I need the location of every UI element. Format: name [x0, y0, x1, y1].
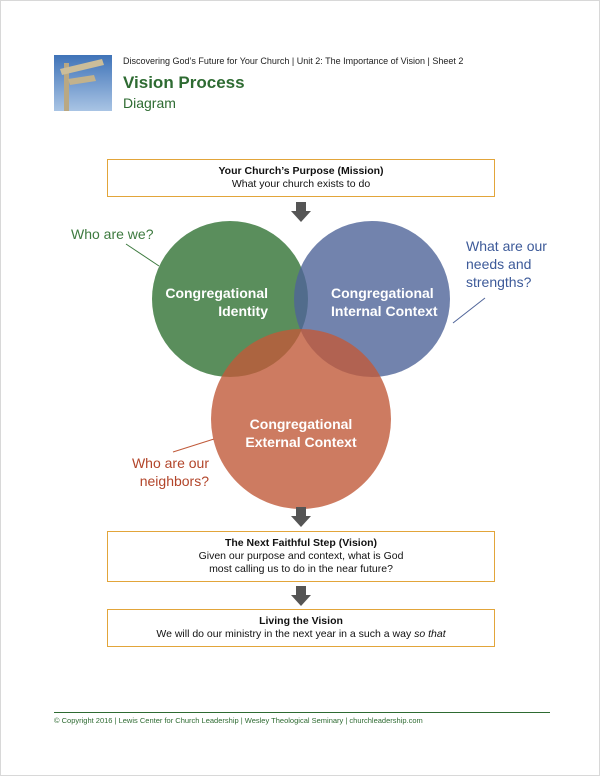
identity-label-1: Congregational	[165, 285, 268, 301]
signpost-photo	[54, 55, 112, 111]
living-vision-box: Living the Vision We will do our ministr…	[107, 609, 495, 647]
needs-question-3: strengths?	[466, 274, 532, 290]
internal-circle	[294, 221, 450, 377]
living-vision-emphasis: so that	[414, 628, 446, 640]
down-arrow-icon	[291, 507, 311, 527]
internal-label-1: Congregational	[331, 285, 434, 301]
needs-pointer	[452, 297, 486, 324]
who-are-we-question: Who are we?	[71, 226, 154, 242]
footer-divider	[54, 712, 550, 713]
page-subtitle: Diagram	[123, 95, 176, 111]
next-step-line-2: most calling us to do in the near future…	[209, 563, 393, 575]
purpose-text: What your church exists to do	[231, 178, 371, 190]
external-label-1: Congregational	[250, 416, 353, 432]
page-title: Vision Process	[123, 73, 245, 92]
down-arrow-icon	[291, 586, 311, 606]
internal-label-2: Internal Context	[331, 303, 438, 319]
who-are-we-pointer	[125, 243, 160, 267]
identity-circle	[152, 221, 308, 377]
next-step-line-1: Given our purpose and context, what is G…	[198, 550, 404, 562]
footer-copyright: © Copyright 2016 | Lewis Center for Chur…	[54, 716, 423, 725]
external-label-2: External Context	[245, 434, 357, 450]
neighbors-pointer	[172, 438, 215, 453]
neighbors-question-2: neighbors?	[140, 473, 209, 489]
living-vision-heading: Living the Vision	[259, 615, 343, 627]
identity-label-2: Identity	[218, 303, 268, 319]
needs-question-2: needs and	[466, 256, 531, 272]
next-step-heading: The Next Faithful Step (Vision)	[224, 537, 378, 549]
down-arrow-icon	[291, 202, 311, 222]
next-step-box: The Next Faithful Step (Vision) Given ou…	[107, 531, 495, 582]
neighbors-question-1: Who are our	[132, 455, 209, 471]
living-vision-text: We will do our ministry in the next year…	[156, 628, 415, 640]
external-circle	[211, 329, 391, 509]
purpose-heading: Your Church’s Purpose (Mission)	[218, 165, 384, 177]
living-vision-text-line: We will do our ministry in the next year…	[108, 628, 494, 641]
course-line: Discovering God’s Future for Your Church…	[123, 56, 464, 66]
purpose-box: Your Church’s Purpose (Mission) What you…	[107, 159, 495, 197]
needs-question-1: What are our	[466, 238, 547, 254]
